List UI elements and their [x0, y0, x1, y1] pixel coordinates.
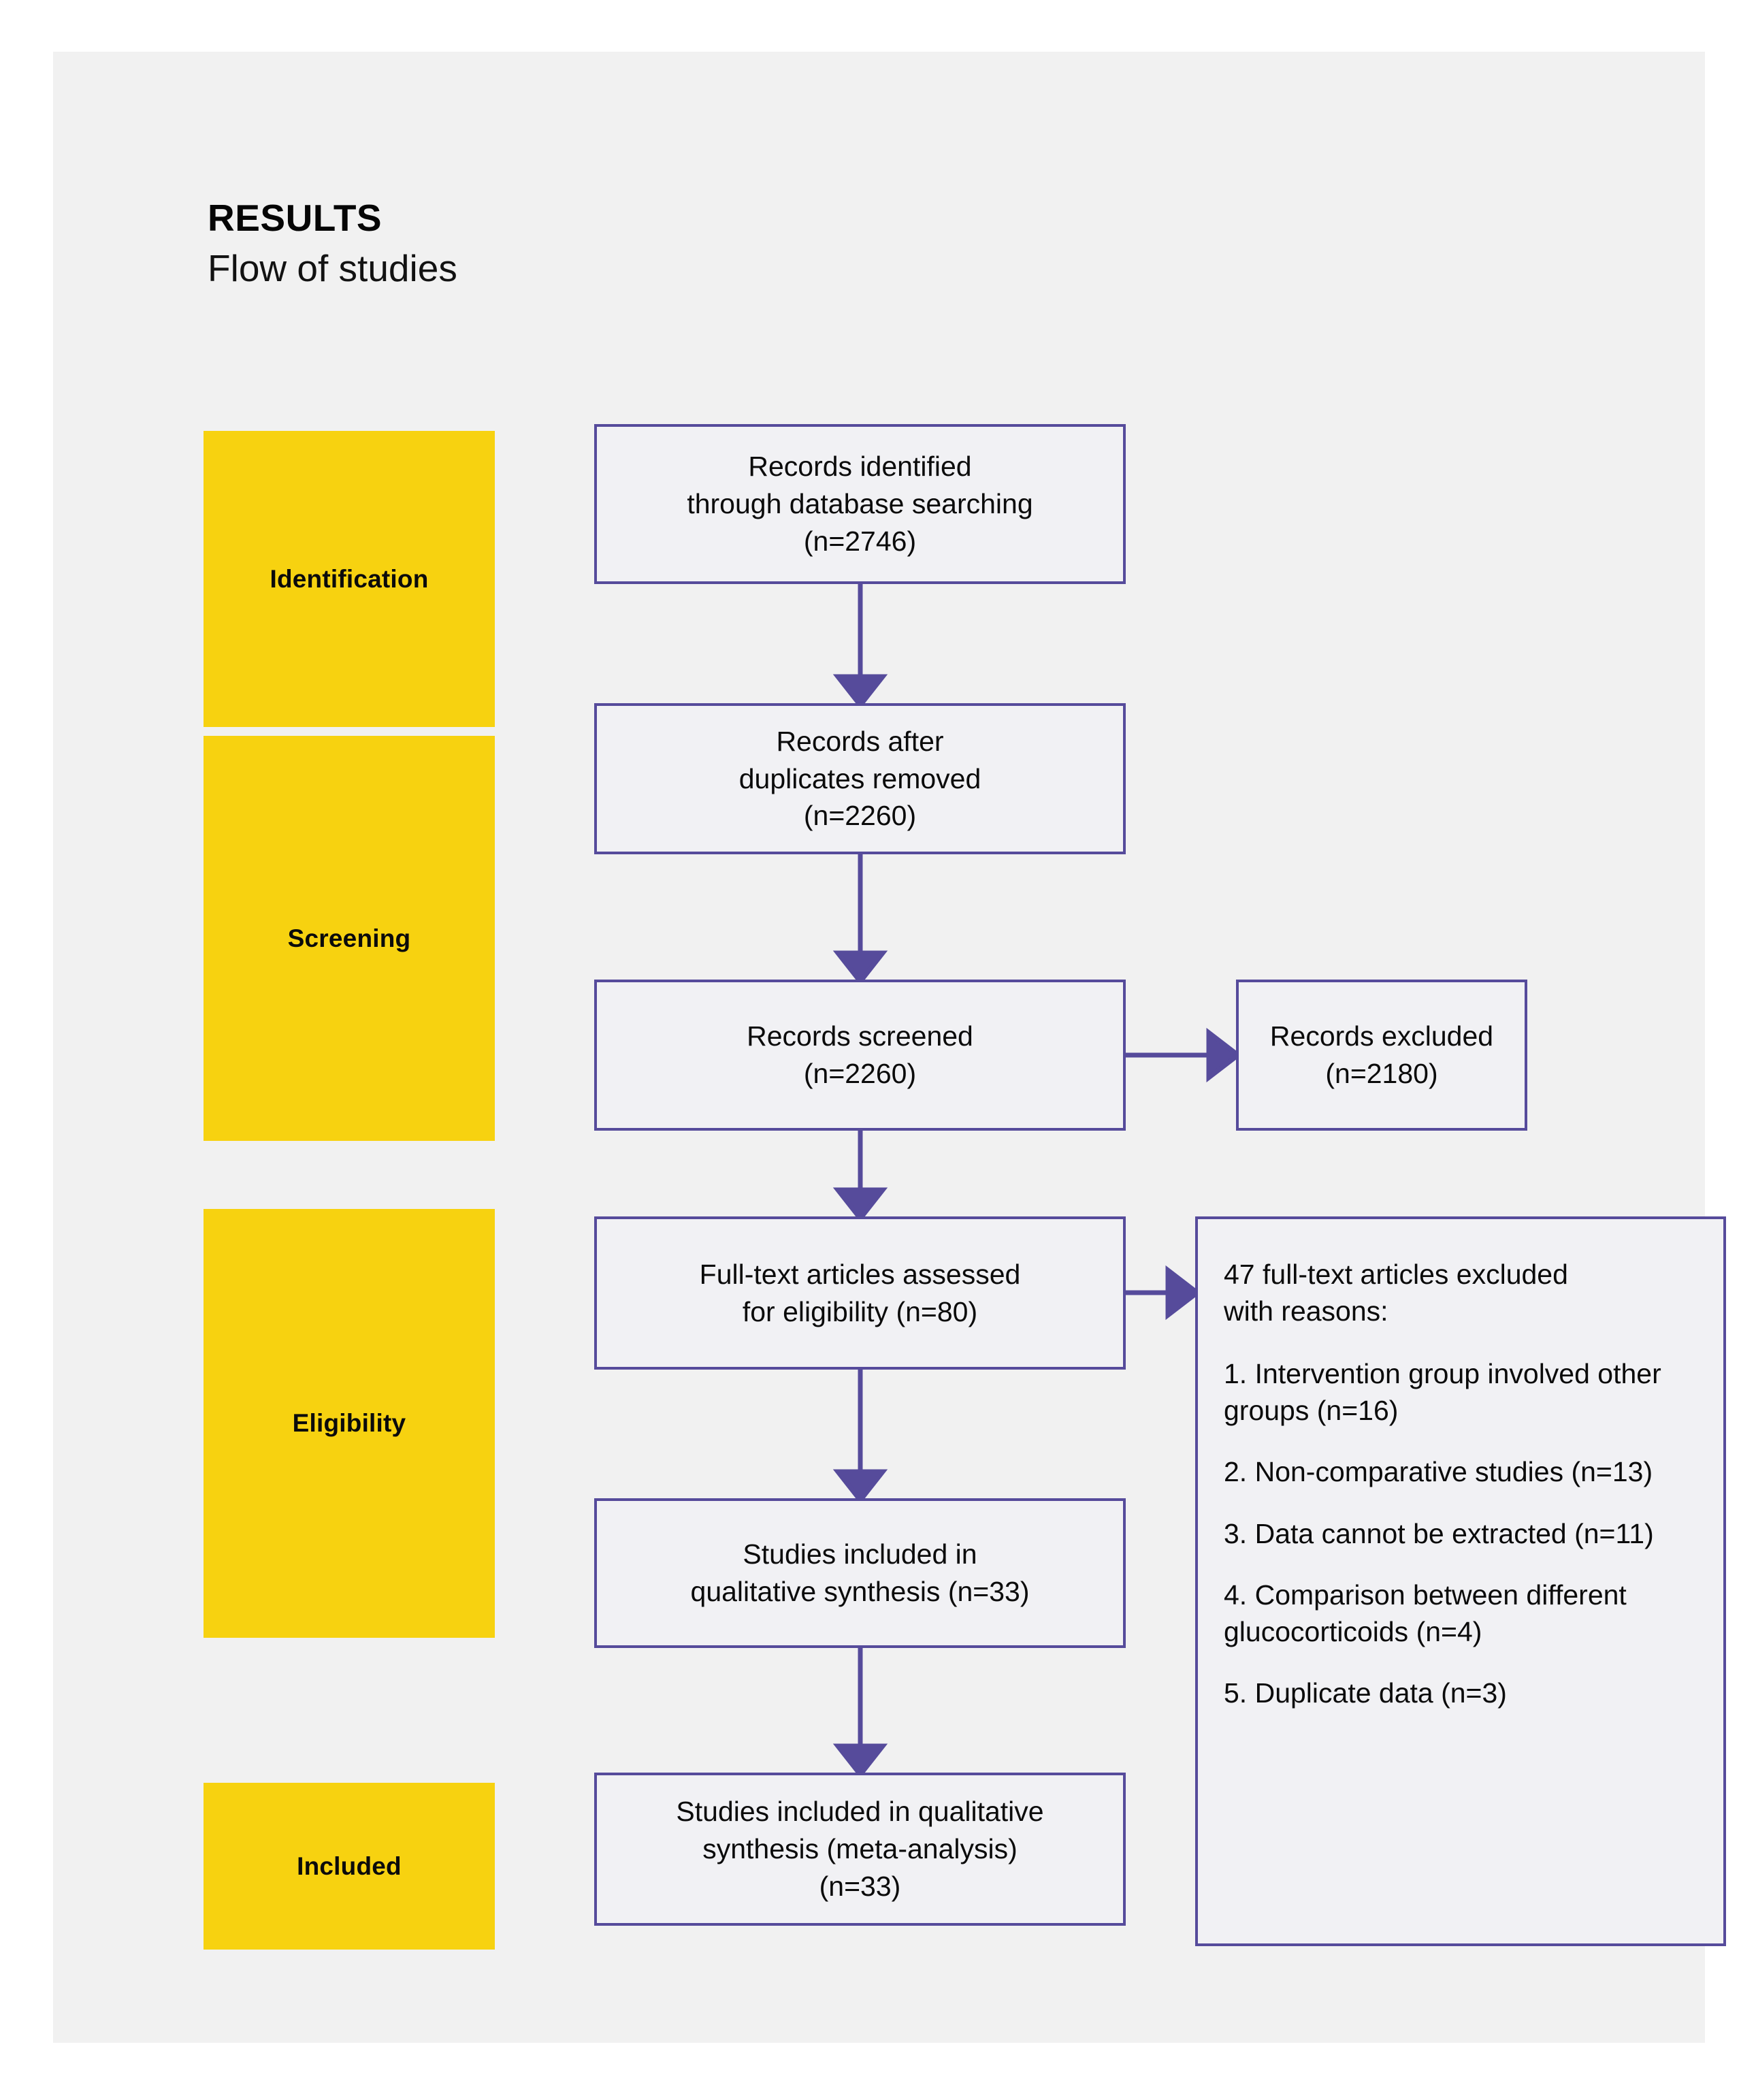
page-subtitle: Flow of studies — [208, 247, 457, 290]
stage-label-eligibility: Eligibility — [292, 1409, 406, 1437]
diagram-panel: RESULTS Flow of studies Identification S… — [53, 52, 1726, 2043]
stage-label-screening: Screening — [287, 924, 411, 952]
node-records-screened-text: Records screened(n=2260) — [747, 1020, 973, 1089]
exclusion-reason-item: 5. Duplicate data (n=3) — [1224, 1677, 1507, 1709]
exclusion-reason-item: 1. Intervention group involved other gro… — [1224, 1358, 1661, 1427]
node-records-excluded-text: Records excluded(n=2180) — [1269, 1020, 1494, 1089]
stage-band-screening: Screening — [204, 736, 495, 1141]
stage-band-eligibility: Eligibility — [204, 1209, 495, 1638]
stage-label-included: Included — [297, 1852, 402, 1880]
page-title: RESULTS — [208, 197, 383, 239]
stage-label-identification: Identification — [270, 564, 429, 593]
node-records-excluded[interactable]: Records excluded(n=2180) — [1236, 980, 1527, 1131]
node-records-screened[interactable]: Records screened(n=2260) — [594, 980, 1126, 1131]
exclusion-reason-item: 4. Comparison between different glucocor… — [1224, 1579, 1627, 1647]
exclusion-reason-item: 2. Non-comparative studies (n=13) — [1224, 1456, 1653, 1488]
exclusion-reason-item: 3. Data cannot be extracted (n=11) — [1224, 1517, 1654, 1549]
stage-band-included: Included — [204, 1783, 495, 1950]
stage-band-identification: Identification — [204, 431, 495, 727]
header: RESULTS Flow of studies — [208, 197, 1024, 291]
